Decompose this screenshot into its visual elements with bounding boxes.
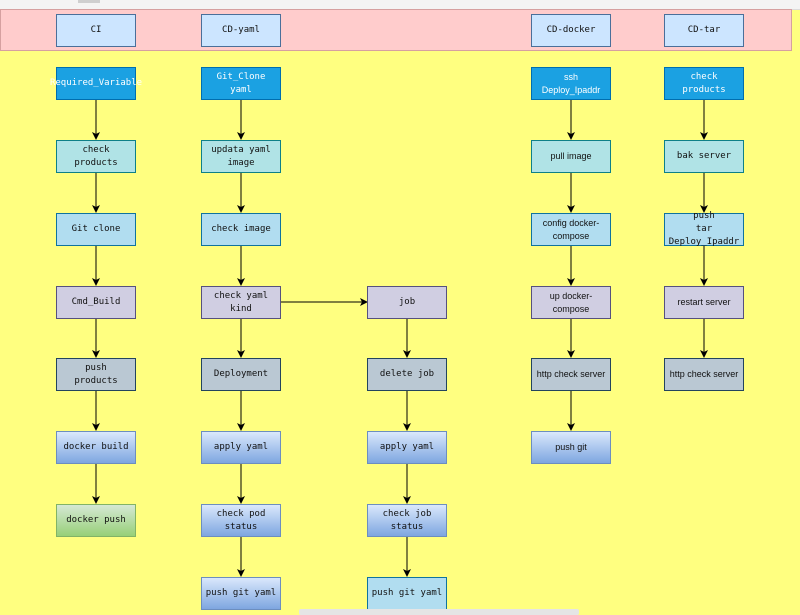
node-yaml-apply-yaml[interactable]: apply yaml (201, 431, 281, 464)
node-ci-required-variable[interactable]: Required_Variable (50, 67, 142, 100)
node-docker-up-compose[interactable]: up docker-compose (531, 286, 611, 319)
node-docker-config-compose[interactable]: config docker- compose (531, 213, 611, 246)
node-tar-http-check[interactable]: http check server (664, 358, 744, 391)
node-ci-push-products[interactable]: push products (56, 358, 136, 391)
node-docker-ssh-deploy[interactable]: ssh Deploy_Ipaddr (531, 67, 611, 100)
node-job-delete-job[interactable]: delete job (367, 358, 447, 391)
node-tar-push-deploy[interactable]: push tar Deploy_Ipaddr (664, 211, 744, 247)
node-job-apply-yaml[interactable]: apply yaml (367, 431, 447, 464)
column-header-cd-docker[interactable]: CD-docker (531, 14, 611, 47)
node-ci-docker-build[interactable]: docker build (56, 431, 136, 464)
node-yaml-check-image[interactable]: check image (201, 213, 281, 246)
node-tar-bak-server[interactable]: bak server (664, 140, 744, 173)
node-yaml-deployment[interactable]: Deployment (201, 358, 281, 391)
node-yaml-check-kind[interactable]: check yaml kind (201, 286, 281, 319)
column-header-cd-yaml[interactable]: CD-yaml (201, 14, 281, 47)
node-job-push-git-yaml[interactable]: push git yaml (367, 577, 447, 610)
column-header-ci[interactable]: CI (56, 14, 136, 47)
node-job[interactable]: job (367, 286, 447, 319)
node-ci-cmd-build[interactable]: Cmd_Build (56, 286, 136, 319)
node-tar-restart-server[interactable]: restart server (664, 286, 744, 319)
column-header-cd-tar[interactable]: CD-tar (664, 14, 744, 47)
node-ci-check-products[interactable]: check products (56, 140, 136, 173)
node-ci-docker-push[interactable]: docker push (56, 504, 136, 537)
node-docker-pull-image[interactable]: pull image (531, 140, 611, 173)
node-docker-push-git[interactable]: push git (531, 431, 611, 464)
node-yaml-check-pod-status[interactable]: check pod status (201, 504, 281, 537)
node-ci-git-clone[interactable]: Git clone (56, 213, 136, 246)
node-yaml-push-git-yaml[interactable]: push git yaml (201, 577, 281, 610)
horizontal-scrollbar[interactable] (299, 609, 579, 615)
node-docker-http-check[interactable]: http check server (531, 358, 611, 391)
node-tar-check-products[interactable]: check products (664, 67, 744, 100)
node-job-check-job-status[interactable]: check job status (367, 504, 447, 537)
top-bar-tab[interactable] (78, 0, 100, 3)
node-yaml-updata-image[interactable]: updata yaml image (201, 140, 281, 173)
node-yaml-git-clone[interactable]: Git_Clone yaml (201, 67, 281, 100)
